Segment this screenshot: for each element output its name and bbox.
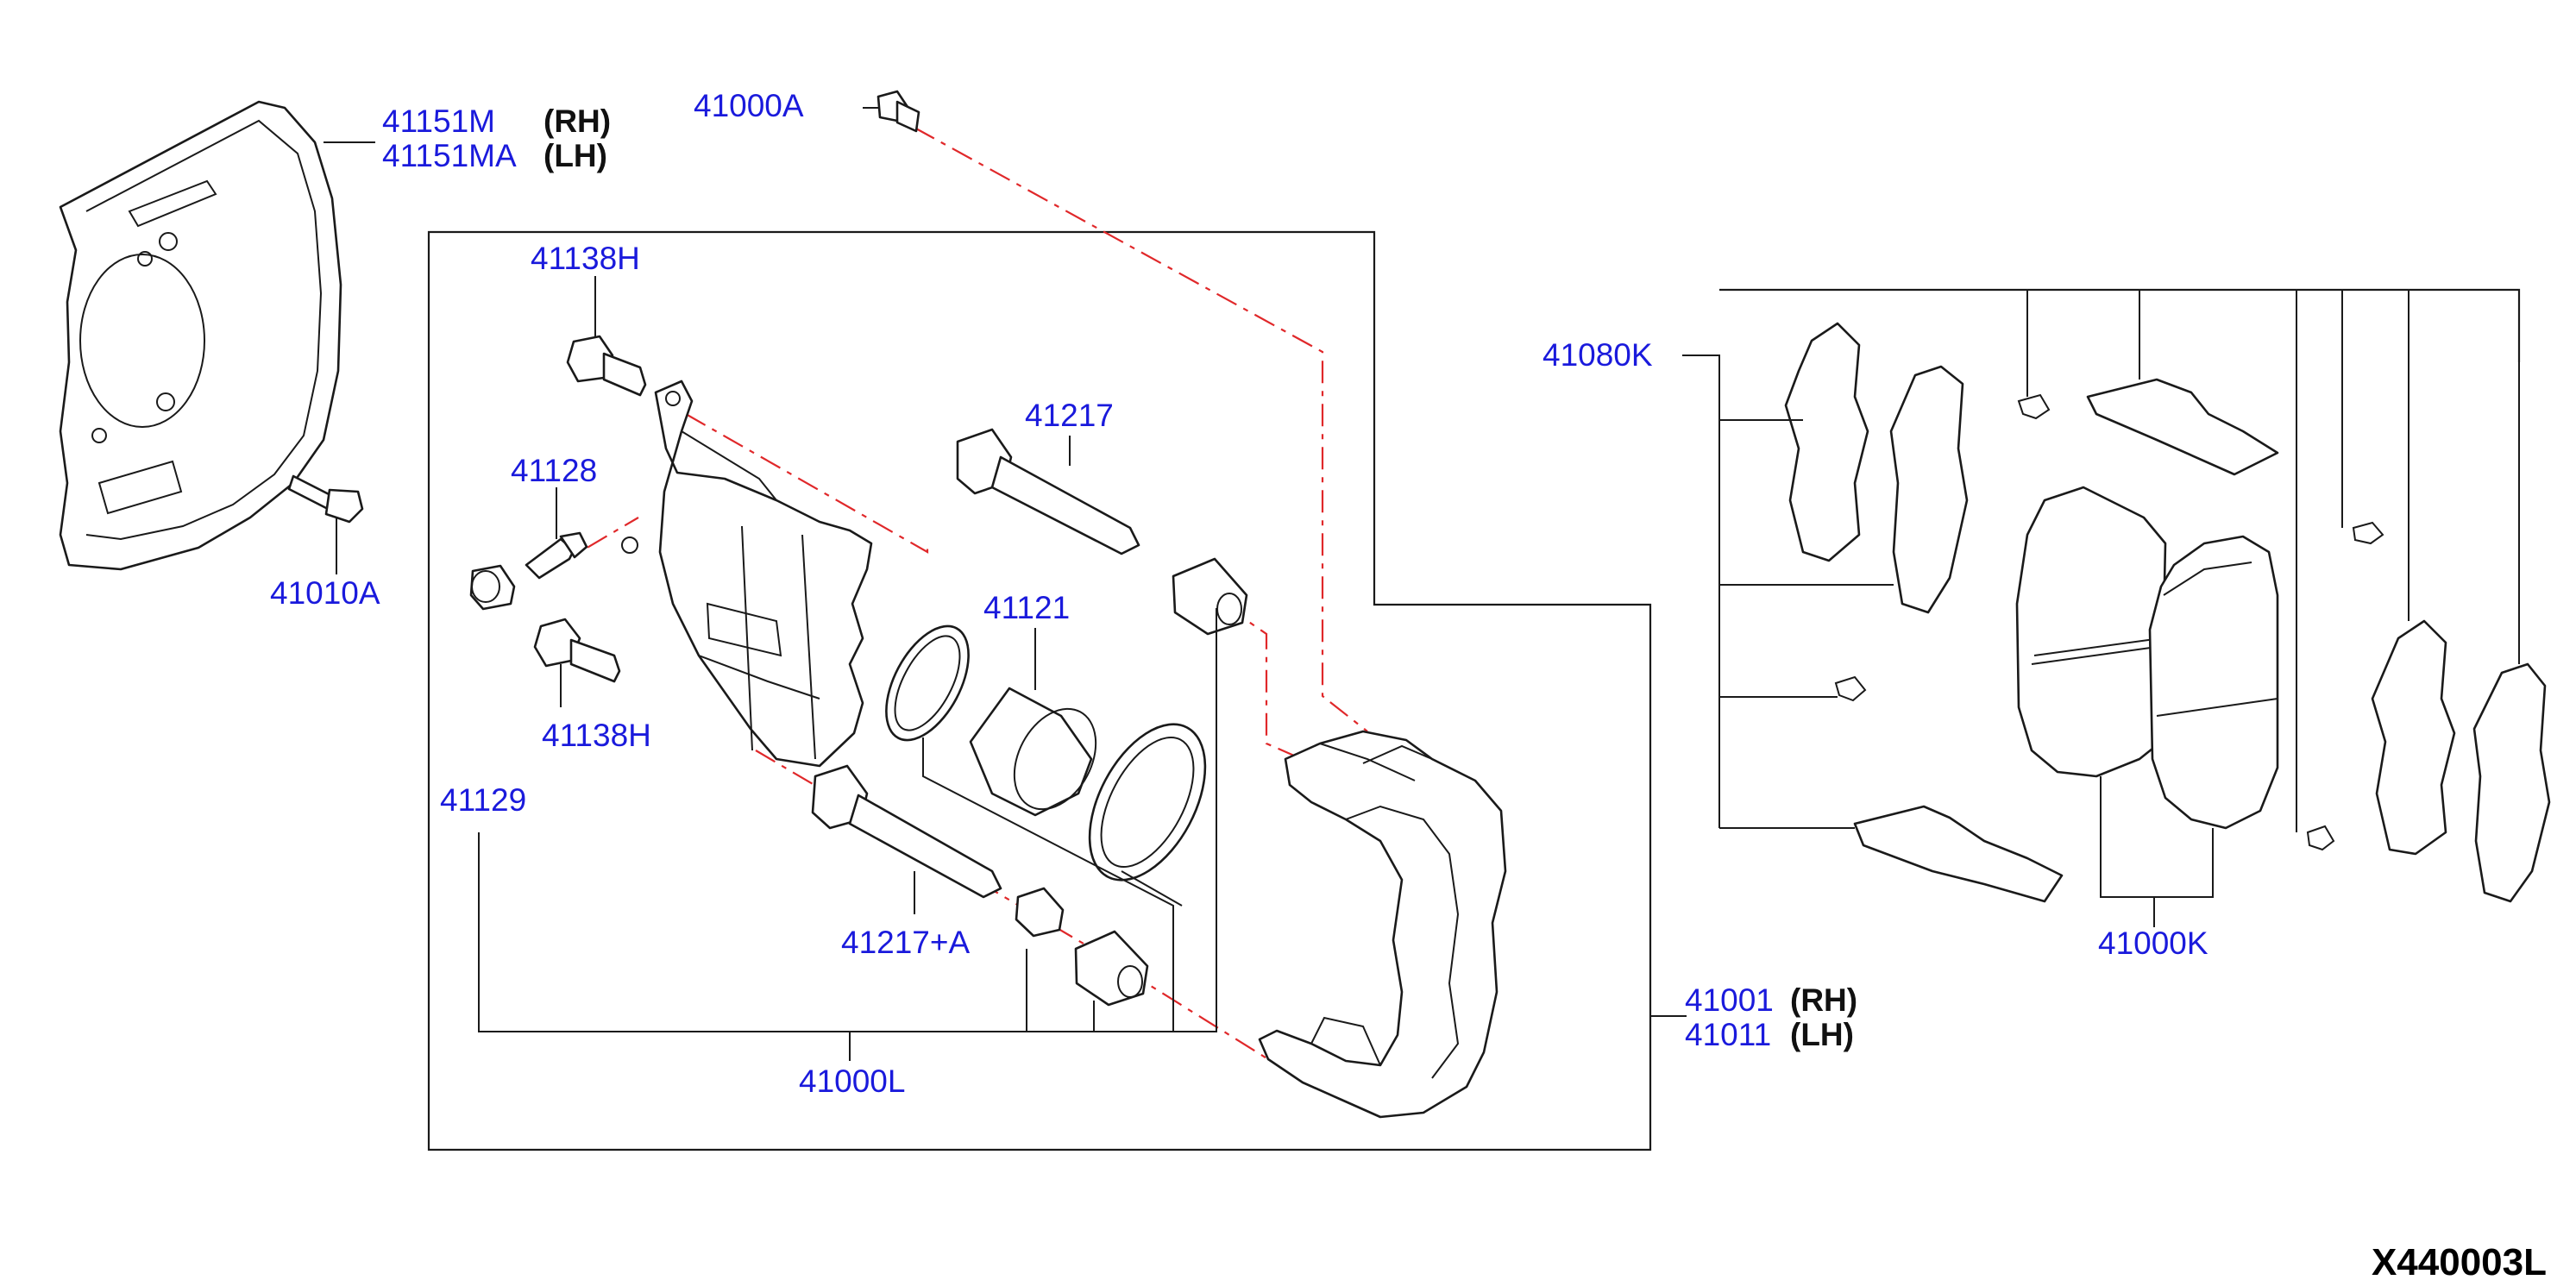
caliper-rh-side: (RH) — [1790, 982, 1857, 1018]
caliper-kit-part-number: 41000L — [799, 1064, 905, 1099]
bleeder-cap-part-number: 41129 — [440, 782, 526, 818]
shim-lower-right — [2472, 662, 2551, 903]
splash-guard-lh-side: (LH) — [543, 138, 607, 173]
piston-seal-part-number: 41121 — [983, 590, 1070, 625]
inner-brake-pad — [2015, 486, 2167, 778]
pad-clip-upper — [2086, 378, 2279, 476]
caliper-rh-part-number: 41001 — [1685, 982, 1774, 1018]
hardware-kit-part-number: 41080K — [1542, 337, 1653, 373]
top-bolt — [876, 90, 920, 133]
caliper-lh-part-number: 41011 — [1685, 1017, 1771, 1052]
guard-bolt-part-number: 41010A — [270, 575, 380, 611]
pad-clip-lower — [1853, 805, 2064, 903]
leader-lines — [324, 107, 2520, 1061]
caliper-body — [621, 380, 873, 768]
splash-guard-rh-side: (RH) — [543, 104, 611, 139]
dust-boot — [1088, 723, 1207, 882]
lower-guide-pin — [811, 764, 1002, 899]
bleeder-screw-part-number: 41128 — [511, 453, 597, 488]
diagram-code: X440003L — [2372, 1241, 2547, 1280]
pin-sleeve — [1015, 887, 1065, 938]
lower-caliper-bolt — [533, 618, 621, 683]
upper-caliper-bolt — [566, 335, 647, 397]
shim-upper-left — [1784, 322, 1869, 562]
shim-upper-right — [1889, 365, 1969, 614]
splash-guard — [59, 100, 342, 571]
lower-guide-pin-part-number: 41217+A — [841, 925, 970, 960]
upper-caliper-bolt-part-number: 41138H — [531, 241, 640, 276]
bleeder-cap — [469, 564, 516, 611]
outer-brake-pad — [2148, 535, 2279, 830]
lower-pin-boot — [1074, 930, 1149, 1007]
top-bolt-part-number: 41000A — [694, 88, 804, 123]
piston-seal — [885, 624, 970, 742]
caliper-bracket — [1258, 730, 1507, 1119]
upper-pin-boot — [1172, 557, 1248, 636]
guard-bolt — [287, 474, 364, 524]
upper-guide-pin-part-number: 41217 — [1025, 398, 1114, 433]
wear-indicators — [1834, 393, 2384, 851]
shim-lower-left — [2371, 619, 2456, 856]
caliper-assembly-frame — [427, 230, 1652, 1151]
splash-guard-lh-part-number: 41151MA — [382, 138, 517, 173]
caliper-lh-side: (LH) — [1790, 1017, 1854, 1052]
bleeder-screw — [525, 531, 588, 580]
upper-guide-pin — [956, 428, 1140, 555]
lower-caliper-bolt-part-number: 41138H — [542, 718, 651, 753]
pad-kit-part-number: 41000K — [2098, 925, 2208, 961]
splash-guard-rh-part-number: 41151M — [382, 104, 495, 139]
piston — [969, 687, 1097, 817]
